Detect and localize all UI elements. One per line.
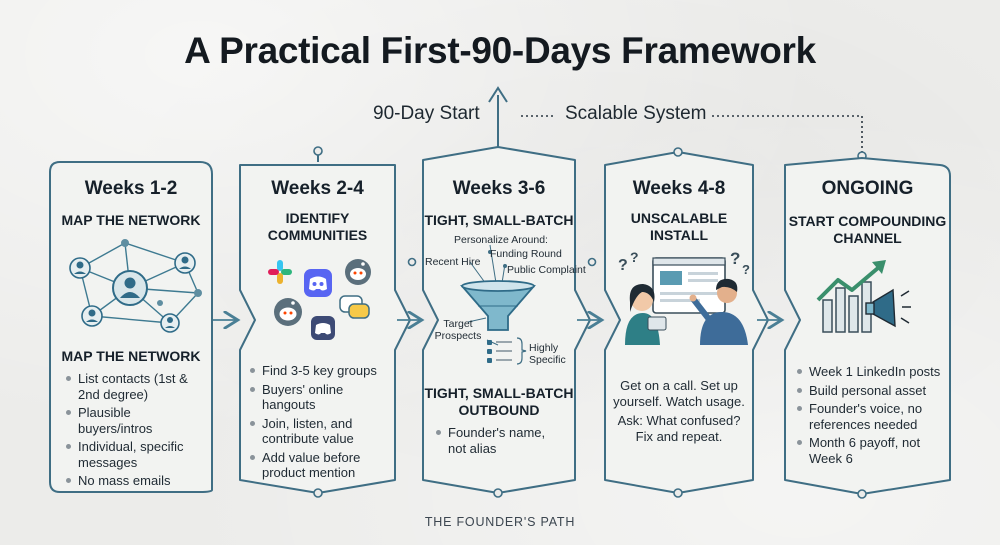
- list-item: Build personal asset: [797, 383, 947, 399]
- stage-5-week: ONGOING: [821, 178, 914, 199]
- stage-3-heading: TIGHT, SMALL-BATCH OUTBOUND: [424, 385, 574, 418]
- network-graph-icon: [69, 239, 202, 333]
- footer-brand: THE FOUNDER'S PATH: [424, 515, 576, 529]
- svg-text:?: ?: [618, 257, 628, 274]
- list-item: Plausible buyers/intros: [66, 405, 206, 436]
- panel-4-frame: [604, 151, 769, 494]
- list-item: List contacts (1st & 2nd degree): [66, 371, 206, 402]
- stage-1-week: Weeks 1-2: [84, 178, 178, 199]
- slack-icon: [268, 260, 292, 284]
- discord-icon: [311, 316, 335, 340]
- stage-3-week: Weeks 3-6: [452, 178, 546, 199]
- stage-1-subtitle: MAP THE NETWORK: [61, 212, 201, 228]
- highly-specific-label: Highly Specific: [529, 342, 566, 366]
- list-item: Buyers' online hangouts: [250, 382, 395, 413]
- funding-round-label: Funding Round: [490, 248, 562, 260]
- panel-1-frame: [49, 161, 213, 493]
- stage-3-bullets: Founder's name, not alias: [436, 425, 566, 459]
- stage-4-text-2: Ask: What confused? Fix and repeat.: [617, 413, 741, 444]
- stage-2-bullets: Find 3-5 key groups Buyers' online hango…: [250, 363, 395, 484]
- public-complaint-label: Public Complaint: [507, 264, 586, 276]
- list-item: No mass emails: [66, 473, 206, 489]
- reddit-icon: [345, 259, 371, 285]
- growth-megaphone-icon: [816, 260, 911, 333]
- list-item: Find 3-5 key groups: [250, 363, 395, 379]
- page-title: A Practical First-90-Days Framework: [184, 30, 816, 71]
- stage-1-bullets: List contacts (1st & 2nd degree) Plausib…: [66, 371, 206, 492]
- stage-5-subtitle: START COMPOUNDING CHANNEL: [788, 213, 947, 246]
- svg-text:?: ?: [630, 249, 639, 265]
- list-item: Join, listen, and contribute value: [250, 416, 395, 447]
- funnel-icon: [460, 244, 536, 365]
- install-people-icon: ? ? ? ?: [618, 249, 750, 345]
- recent-hire-label: Recent Hire: [425, 256, 481, 268]
- stage-3-subtitle: TIGHT, SMALL-BATCH: [424, 212, 574, 228]
- stage-2-subtitle: IDENTIFY COMMUNITIES: [267, 210, 368, 243]
- personalize-label: Personalize Around:: [454, 234, 548, 246]
- discord-icon: [304, 269, 332, 297]
- stage-1-heading: MAP THE NETWORK: [61, 348, 201, 364]
- list-item: Week 1 LinkedIn posts: [797, 364, 947, 380]
- svg-text:?: ?: [742, 262, 750, 277]
- start-label: 90-Day Start: [373, 103, 480, 124]
- scalable-system-label: Scalable System: [565, 103, 707, 124]
- list-item: Individual, specific messages: [66, 439, 206, 470]
- list-item: Month 6 payoff, not Week 6: [797, 435, 947, 466]
- stage-4-week: Weeks 4-8: [632, 178, 726, 199]
- list-item: Add value before product mention: [250, 450, 395, 481]
- stage-5-bullets: Week 1 LinkedIn posts Build personal ass…: [797, 364, 947, 469]
- stage-4-text-1: Get on a call. Set up yourself. Watch us…: [613, 378, 745, 409]
- stage-4-subtitle: UNSCALABLE INSTALL: [630, 210, 728, 243]
- chat-icon: [339, 295, 370, 319]
- list-item: Founder's voice, no references needed: [797, 401, 947, 432]
- stage-2-week: Weeks 2-4: [271, 178, 364, 199]
- community-apps-icon: [268, 259, 371, 340]
- svg-text:?: ?: [730, 249, 740, 268]
- reddit-icon: [274, 298, 302, 326]
- list-item: Founder's name, not alias: [436, 425, 566, 456]
- target-prospects-label: Target Prospects: [434, 318, 482, 342]
